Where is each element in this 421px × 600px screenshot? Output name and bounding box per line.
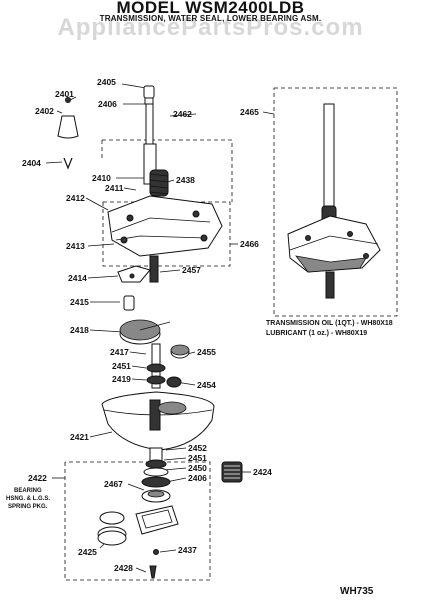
label-2405: 2405 xyxy=(97,77,116,87)
label-2418: 2418 xyxy=(70,325,89,335)
assembly-subtitle: TRANSMISSION, WATER SEAL, LOWER BEARING … xyxy=(99,14,322,23)
label-2410: 2410 xyxy=(92,173,111,183)
label-2412: 2412 xyxy=(66,193,85,203)
note-lubricant: LUBRICANT (1 oz.) - WH80X19 xyxy=(266,330,368,337)
watermark: AppliancePartsPros.com xyxy=(57,14,364,41)
label-2415: 2415 xyxy=(70,297,89,307)
diagram-code: WH735 xyxy=(340,586,374,597)
label-2421: 2421 xyxy=(70,432,89,442)
label-2422: 2422 xyxy=(28,473,47,483)
label-2411: 2411 xyxy=(105,183,124,193)
label-2451: 2451 xyxy=(112,361,131,371)
label-2467: 2467 xyxy=(104,479,123,489)
label-2406: 2406 xyxy=(98,99,117,109)
note-bearing-line3: SPRING PKG. xyxy=(8,504,48,510)
label-2414: 2414 xyxy=(68,273,87,283)
label-2455: 2455 xyxy=(197,347,216,357)
label-2451-lower: 2451 xyxy=(188,453,207,463)
note-transmission-oil: TRANSMISSION OIL (1QT.) - WH80X18 xyxy=(266,320,393,327)
label-2402: 2402 xyxy=(35,106,54,116)
label-2404: 2404 xyxy=(22,158,41,168)
note-bearing-line2: HSNG. & L.G.S. xyxy=(6,496,51,502)
label-2454: 2454 xyxy=(197,380,216,390)
model-title: MODEL WSM2400LDB xyxy=(116,0,305,17)
label-2417: 2417 xyxy=(110,347,129,357)
box-2410 xyxy=(102,139,233,202)
label-2465: 2465 xyxy=(240,107,259,117)
label-2437: 2437 xyxy=(178,545,197,555)
bearing-housing-2467 xyxy=(135,505,179,535)
transmission-housing-2466 xyxy=(107,195,223,257)
label-2457: 2457 xyxy=(182,265,201,275)
label-2462: 2462 xyxy=(173,109,192,119)
label-2452: 2452 xyxy=(188,443,207,453)
box-2465 xyxy=(273,87,398,317)
label-2438: 2438 xyxy=(176,175,195,185)
assembled-transmission-2465 xyxy=(287,215,381,273)
label-2406-lower: 2406 xyxy=(188,473,207,483)
label-2419: 2419 xyxy=(112,374,131,384)
label-2428: 2428 xyxy=(114,563,133,573)
label-2401: 2401 xyxy=(55,89,74,99)
spring-2438 xyxy=(149,169,169,197)
pulley-2424 xyxy=(221,461,243,483)
label-2450: 2450 xyxy=(188,463,207,473)
assembled-shaft xyxy=(323,103,335,207)
label-2425: 2425 xyxy=(78,547,97,557)
label-2413: 2413 xyxy=(66,241,85,251)
note-bearing-line1: BEARING xyxy=(14,488,42,494)
cap-2402 xyxy=(57,115,79,139)
label-2466: 2466 xyxy=(240,239,259,249)
label-2424: 2424 xyxy=(253,467,272,477)
